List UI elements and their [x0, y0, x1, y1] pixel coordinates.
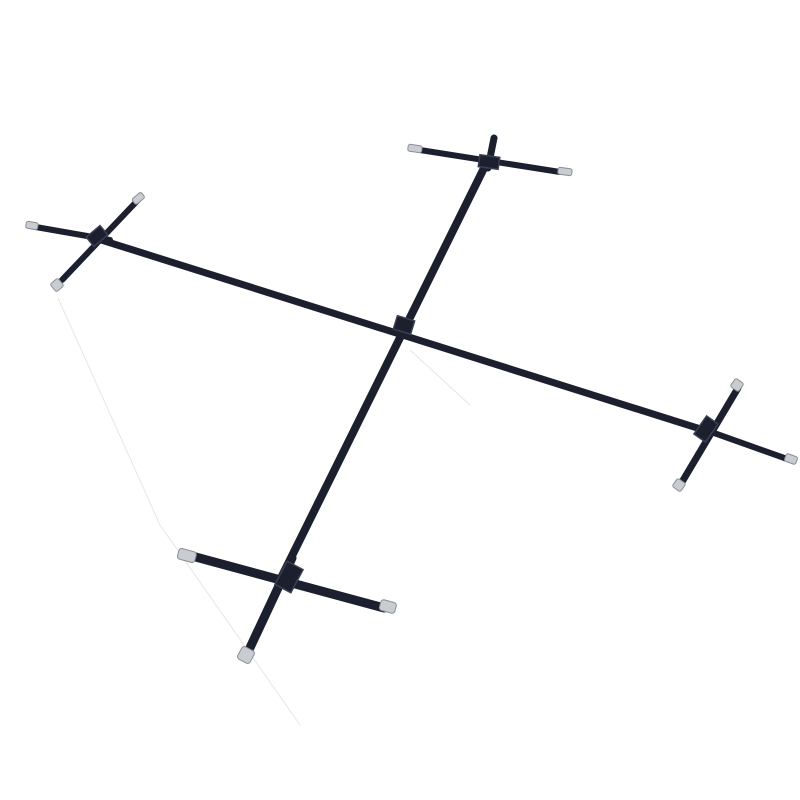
clip-icon [176, 548, 397, 664]
corner-assembly-top [407, 134, 573, 177]
corner-assembly-left [25, 192, 145, 292]
clip-icon [25, 192, 145, 292]
diagonal-strap-top-bottom [276, 156, 492, 584]
main-straps [91, 156, 714, 584]
clip-icon [407, 143, 573, 177]
centre-crossing [392, 314, 416, 336]
clip-icon [672, 378, 798, 492]
corner-assembly-bottom [176, 548, 397, 664]
corner-assembly-right [672, 378, 798, 492]
